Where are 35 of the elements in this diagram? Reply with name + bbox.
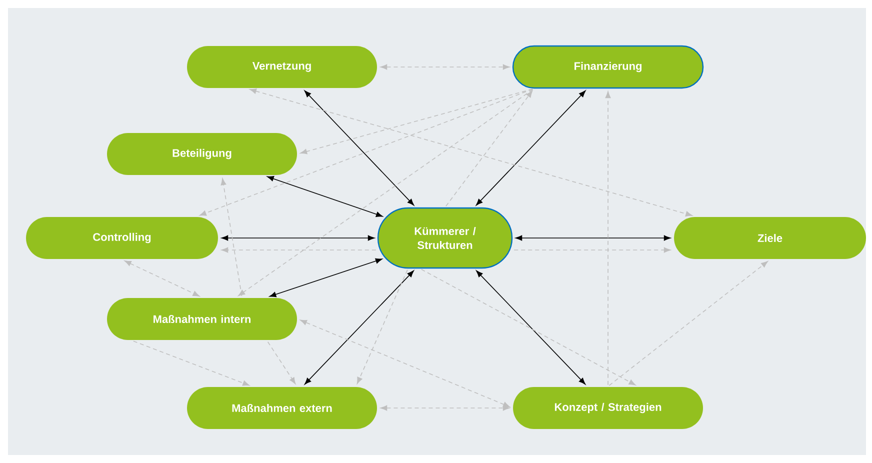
arrow (267, 341, 296, 384)
process-box: Konzept / Strategien (513, 387, 703, 429)
arrow (304, 270, 414, 385)
arrow (220, 178, 242, 296)
arrow (420, 268, 636, 386)
process-box: Kümmerer / Strukturen (377, 207, 513, 269)
arrow (124, 260, 200, 296)
process-box: Maßnahmen intern (107, 298, 297, 340)
arrow (300, 88, 533, 154)
arrow (304, 90, 414, 206)
arrow (515, 235, 671, 241)
arrow (221, 247, 376, 253)
arrow (514, 247, 671, 253)
arrow (476, 90, 586, 206)
arrow (380, 405, 510, 411)
arrow (133, 340, 250, 386)
arrow (250, 88, 692, 217)
process-box: Beteiligung (107, 133, 297, 175)
process-box: Vernetzung (187, 46, 377, 88)
arrow (267, 176, 383, 217)
process-box: Maßnahmen extern (187, 387, 377, 429)
arrow (476, 270, 586, 385)
arrow (221, 235, 375, 241)
arrow (446, 90, 533, 207)
process-box: Finanzierung (512, 45, 704, 89)
arrow (608, 261, 768, 386)
arrow (380, 64, 510, 70)
arrow (605, 91, 611, 386)
process-box: Controlling (26, 217, 218, 259)
arrow (269, 258, 382, 298)
arrow (356, 270, 408, 384)
arrow (300, 320, 510, 408)
arrow (200, 88, 533, 216)
arrow (238, 89, 534, 296)
process-box: Ziele (674, 217, 866, 259)
